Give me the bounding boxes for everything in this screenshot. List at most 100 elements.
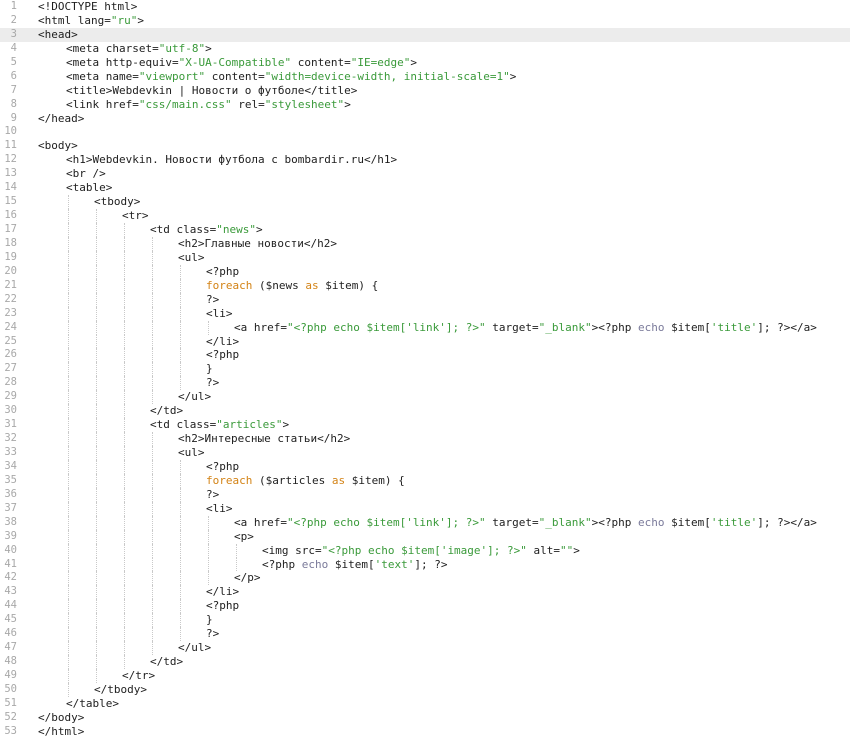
code-line[interactable]: 49</tr> (0, 669, 850, 683)
line-code: </p> (234, 571, 850, 585)
code-line[interactable]: 19<ul> (0, 250, 850, 265)
line-number: 4 (10, 41, 17, 54)
code-line[interactable]: 46 ?> (0, 627, 850, 642)
code-line[interactable]: 12<h1>Webdevkin. Новости футбола с bomba… (0, 153, 850, 167)
line-code: <?php (206, 348, 850, 362)
code-line[interactable]: 51</table> (0, 697, 850, 711)
code-line[interactable]: 47</ul> (0, 641, 850, 656)
line-number: 46 (4, 627, 17, 640)
code-line[interactable]: 36?> (0, 487, 850, 502)
line-code: </td> (150, 655, 850, 669)
code-line[interactable]: 33<ul> (0, 446, 850, 460)
code-line[interactable]: 15<tbody> (0, 195, 850, 210)
code-token-plain: <meta charset= (66, 41, 159, 55)
indent-guide (180, 306, 181, 321)
code-line[interactable]: 5<meta http-equiv="X-UA-Compatible" cont… (0, 56, 850, 70)
code-line[interactable]: 38<a href="<?php echo $item['link']; ?>"… (0, 515, 850, 530)
code-line[interactable]: 32<h2>Интересные статьи</h2> (0, 432, 850, 446)
indent-guide (124, 459, 125, 474)
indent-guide (96, 459, 97, 474)
code-line[interactable]: 25</li> (0, 334, 850, 349)
line-code: <link href="css/main.css" rel="styleshee… (66, 98, 850, 112)
code-line[interactable]: 10 (0, 125, 850, 139)
indent-guide (208, 515, 209, 530)
code-line[interactable]: 45} (0, 613, 850, 628)
code-token-plain: </tbody> (94, 682, 147, 696)
line-code: </li> (206, 335, 850, 349)
line-number: 39 (4, 529, 17, 542)
code-line[interactable]: 4<meta charset="utf-8"> (0, 42, 850, 56)
indent-guide (180, 627, 181, 642)
code-line[interactable]: 9</head> (0, 112, 850, 126)
indent-guide (96, 501, 97, 516)
code-line[interactable]: 17<td class="news"> (0, 223, 850, 237)
code-line[interactable]: 53</html> (0, 725, 850, 739)
code-line[interactable]: 24<a href="<?php echo $item['link']; ?>"… (0, 320, 850, 335)
line-code: <title>Webdevkin | Новости о футболе</ti… (66, 84, 850, 98)
code-line[interactable]: 29</ul> (0, 390, 850, 405)
line-code: <td class="articles"> (150, 418, 850, 432)
code-line[interactable]: 41<?php echo $item['text']; ?> (0, 557, 850, 572)
code-line[interactable]: 30</td> (0, 404, 850, 419)
code-line[interactable]: 18<h2>Главные новости</h2> (0, 236, 850, 251)
indent-guide (96, 320, 97, 335)
code-line[interactable]: 44<?php (0, 599, 850, 614)
code-line[interactable]: 20<?php (0, 264, 850, 279)
code-line[interactable]: 8<link href="css/main.css" rel="styleshe… (0, 98, 850, 112)
line-number: 10 (4, 125, 17, 138)
line-number: 5 (10, 55, 17, 68)
indent-guide (152, 306, 153, 321)
code-line[interactable]: 23<li> (0, 306, 850, 321)
code-token-string: "<?php echo $item['link']; ?>" (286, 515, 486, 529)
code-line[interactable]: 34<?php (0, 459, 850, 474)
code-line[interactable]: 2<html lang="ru"> (0, 14, 850, 28)
line-number: 24 (4, 320, 17, 333)
code-line[interactable]: 42</p> (0, 571, 850, 586)
code-token-string: "stylesheet" (264, 97, 345, 111)
code-line[interactable]: 16<tr> (0, 209, 850, 223)
code-line[interactable]: 40<img src="<?php echo $item['image']; ?… (0, 543, 850, 558)
indent-guide (152, 543, 153, 558)
code-line[interactable]: 37<li> (0, 501, 850, 516)
indent-guide (68, 599, 69, 614)
code-line[interactable]: 13<br /> (0, 167, 850, 181)
indent-guide (68, 446, 69, 460)
code-line[interactable]: 11<body> (0, 139, 850, 153)
code-line[interactable]: 28?> (0, 376, 850, 391)
indent-guide (152, 613, 153, 628)
code-token-string: 'title' (710, 320, 758, 334)
code-line[interactable]: 22?> (0, 292, 850, 307)
code-token-plain: > (255, 223, 263, 236)
indent-guide (152, 278, 153, 293)
code-line[interactable]: 14<table> (0, 181, 850, 195)
indent-guide (124, 250, 125, 265)
code-token-plain: ?> (206, 627, 220, 641)
code-line[interactable]: 48</td> (0, 655, 850, 669)
line-code: } (206, 613, 850, 627)
code-line[interactable]: 52</body> (0, 711, 850, 725)
code-line[interactable]: 43</li> (0, 585, 850, 600)
indent-guide (96, 473, 97, 488)
code-token-plain: <tbody> (94, 195, 141, 209)
line-number: 30 (4, 404, 17, 417)
code-line[interactable]: 6<meta name="viewport" content="width=de… (0, 70, 850, 84)
code-line[interactable]: 1<!DOCTYPE html> (0, 0, 850, 14)
code-token-plain: ><?php (591, 320, 638, 334)
code-line[interactable]: 27} (0, 362, 850, 377)
code-line[interactable]: 39<p> (0, 529, 850, 544)
code-line[interactable]: 26<?php (0, 348, 850, 363)
indent-guide (96, 376, 97, 391)
code-line[interactable]: 50</tbody> (0, 682, 850, 697)
line-number: 19 (4, 250, 17, 263)
code-line[interactable]: 31<td class="articles"> (0, 418, 850, 433)
code-token-plain: </tr> (122, 669, 156, 682)
indent-guide (180, 459, 181, 474)
code-line[interactable]: 7<title>Webdevkin | Новости о футболе</t… (0, 84, 850, 98)
code-token-string: 'title' (710, 515, 758, 529)
code-token-keyword: as (305, 278, 319, 292)
code-line[interactable]: 3<head> (0, 27, 850, 42)
indent-guide (124, 599, 125, 614)
